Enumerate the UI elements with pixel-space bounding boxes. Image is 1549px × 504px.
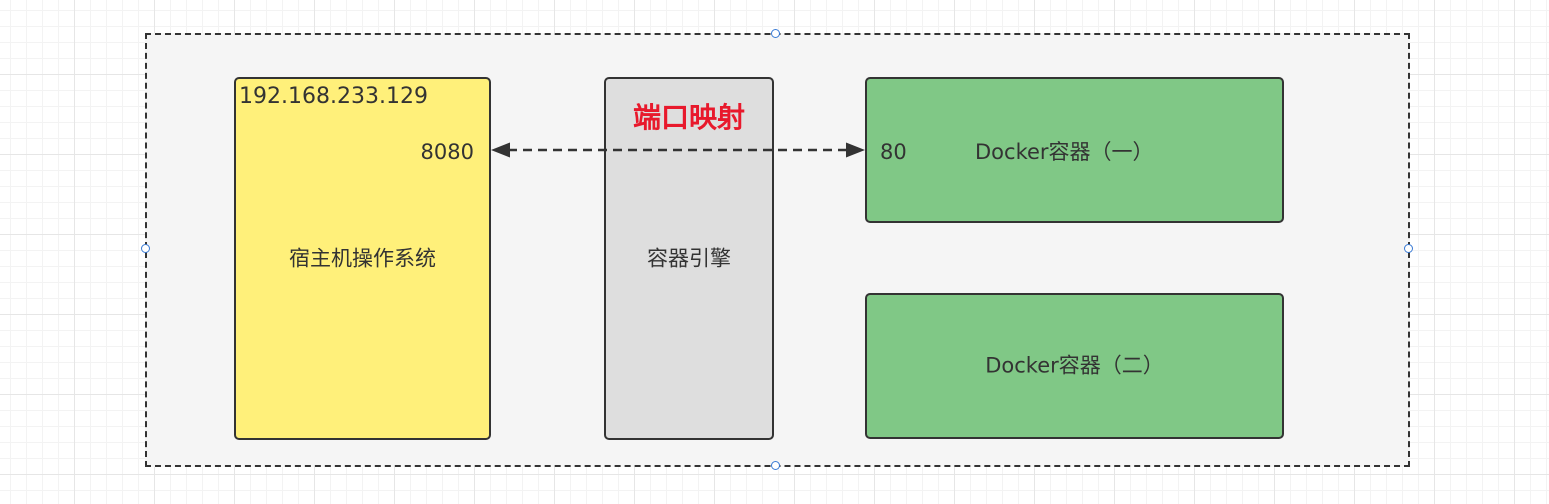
host-title: 宿主机操作系统 bbox=[289, 246, 436, 270]
arrowhead-left bbox=[491, 142, 510, 158]
host-port-label: 8080 bbox=[420, 140, 474, 164]
arrowhead-right bbox=[846, 142, 865, 158]
host-ip-label: 192.168.233.129 bbox=[239, 84, 428, 109]
port-mapping-label: 端口映射 bbox=[632, 101, 745, 134]
docker-container-2-box[interactable]: Docker容器（二） bbox=[865, 293, 1284, 439]
docker1-title: Docker容器（一） bbox=[975, 140, 1154, 164]
host-os-box[interactable]: 192.168.233.129 8080 宿主机操作系统 bbox=[234, 77, 491, 440]
docker1-port-label: 80 bbox=[880, 140, 907, 164]
selection-handle-bottom[interactable] bbox=[771, 461, 780, 470]
docker-container-1-box[interactable]: 80 Docker容器（一） bbox=[865, 77, 1284, 223]
selection-handle-left[interactable] bbox=[141, 244, 150, 253]
selection-handle-right[interactable] bbox=[1404, 244, 1413, 253]
selection-handle-top[interactable] bbox=[771, 29, 780, 38]
docker2-title: Docker容器（二） bbox=[985, 353, 1164, 378]
engine-title: 容器引擎 bbox=[647, 246, 731, 270]
container-engine-box[interactable]: 容器引擎 bbox=[604, 77, 774, 440]
